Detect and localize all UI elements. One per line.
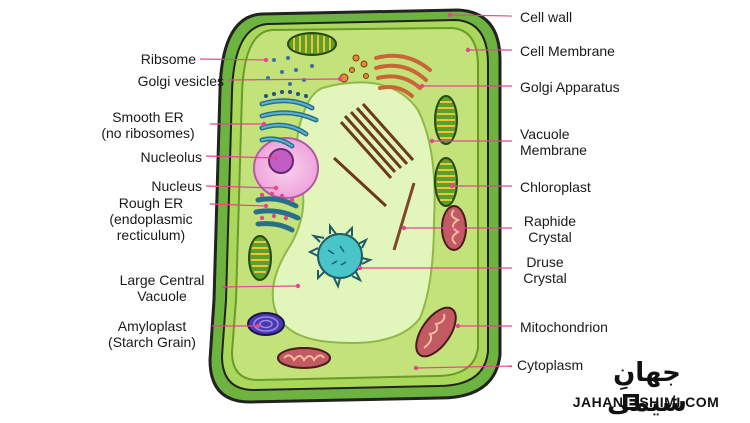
watermark-brand-en-right: SHIMI.COM — [639, 394, 720, 410]
leader-golgi-vesicles — [227, 78, 341, 81]
label-cytoplasm: Cytoplasm — [517, 357, 584, 373]
golgi-apparatus — [374, 53, 432, 98]
mitochondrion — [415, 306, 457, 358]
label-amyloplast-line-1: Amyloplast — [117, 318, 187, 334]
label-mitochondrion: Mitochondrion — [520, 319, 608, 335]
watermark-brand-fa: جهانِ شیمی — [607, 358, 687, 418]
leader-nucleolus — [205, 155, 277, 159]
label-amyloplast-line-2: (Starch Grain) — [108, 334, 196, 350]
amyloplast — [247, 312, 285, 336]
label-nucleus: Nucleus — [151, 178, 202, 194]
leader-large-central-vacuole — [221, 285, 299, 288]
label-raphide-crystal-line-1: Raphide — [523, 213, 577, 229]
chloroplast-top — [287, 32, 337, 56]
nucleus — [253, 137, 319, 199]
label-raphide-crystal: Raphide Crystal — [515, 213, 585, 245]
label-cell-membrane: Cell Membrane — [520, 43, 615, 59]
mitochondrion-bottom — [277, 347, 331, 369]
leader-cell-wall — [449, 14, 513, 17]
rough-er — [253, 196, 301, 233]
raphide-crystal — [392, 182, 416, 251]
nucleolus — [268, 148, 294, 174]
leader-ribosome — [199, 58, 267, 61]
leader-nucleus — [205, 185, 277, 189]
label-vacuole-membrane-line-2: Membrane — [520, 142, 587, 158]
label-druse-crystal-line-2: Crystal — [523, 270, 567, 286]
label-druse-crystal: Druse Crystal — [515, 254, 575, 286]
watermark-brand-en-mid: E — [623, 394, 640, 410]
label-nucleolus: Nucleolus — [140, 149, 202, 165]
label-druse-crystal-line-1: Druse — [526, 254, 564, 270]
label-large-central-vacuole: Large Central Vacuole — [104, 272, 220, 304]
label-golgi-vesicles: Golgi vesicles — [137, 73, 224, 89]
er-ribosome-dots — [264, 90, 308, 98]
label-ribosome: Ribsome — [140, 51, 196, 67]
label-chloroplast: Chloroplast — [520, 179, 591, 195]
chloroplast-left — [248, 235, 272, 281]
smooth-er-highlight — [261, 99, 317, 147]
druse-crystal — [307, 223, 373, 289]
label-smooth-er: Smooth ER (no ribosomes) — [90, 109, 206, 141]
label-golgi-apparatus: Golgi Apparatus — [520, 79, 620, 95]
label-vacuole-membrane: Vacuole Membrane — [520, 126, 587, 158]
label-rough-er-line-1: Rough ER — [118, 195, 184, 211]
leader-rough-er — [209, 203, 267, 207]
label-smooth-er-line-1: Smooth ER — [112, 109, 184, 125]
label-rough-er: Rough ER (endoplasmic recticulum) — [96, 195, 206, 243]
label-vacuole-membrane-line-1: Vacuole — [520, 126, 570, 142]
label-raphide-crystal-line-2: Crystal — [528, 229, 572, 245]
label-large-central-vacuole-line-1: Large Central — [119, 272, 205, 288]
leader-lines — [199, 12, 513, 371]
label-cell-wall: Cell wall — [520, 9, 573, 25]
watermark-brand-en-left: JAHAN — [572, 394, 624, 410]
leader-cytoplasm — [415, 365, 513, 369]
chloroplast — [434, 157, 458, 207]
chloroplast-right-upper — [434, 95, 458, 145]
label-amyloplast: Amyloplast (Starch Grain) — [96, 318, 208, 350]
rough-er-ribosomes — [259, 191, 295, 221]
label-rough-er-line-3: recticulum) — [116, 227, 186, 243]
label-large-central-vacuole-line-2: Vacuole — [137, 288, 187, 304]
raphide-crystal-needle — [332, 156, 388, 208]
raphide-crystal-bundle — [339, 103, 415, 179]
label-smooth-er-line-2: (no ribosomes) — [101, 125, 195, 141]
label-rough-er-line-2: (endoplasmic — [109, 211, 193, 227]
golgi-vesicles — [339, 54, 369, 83]
